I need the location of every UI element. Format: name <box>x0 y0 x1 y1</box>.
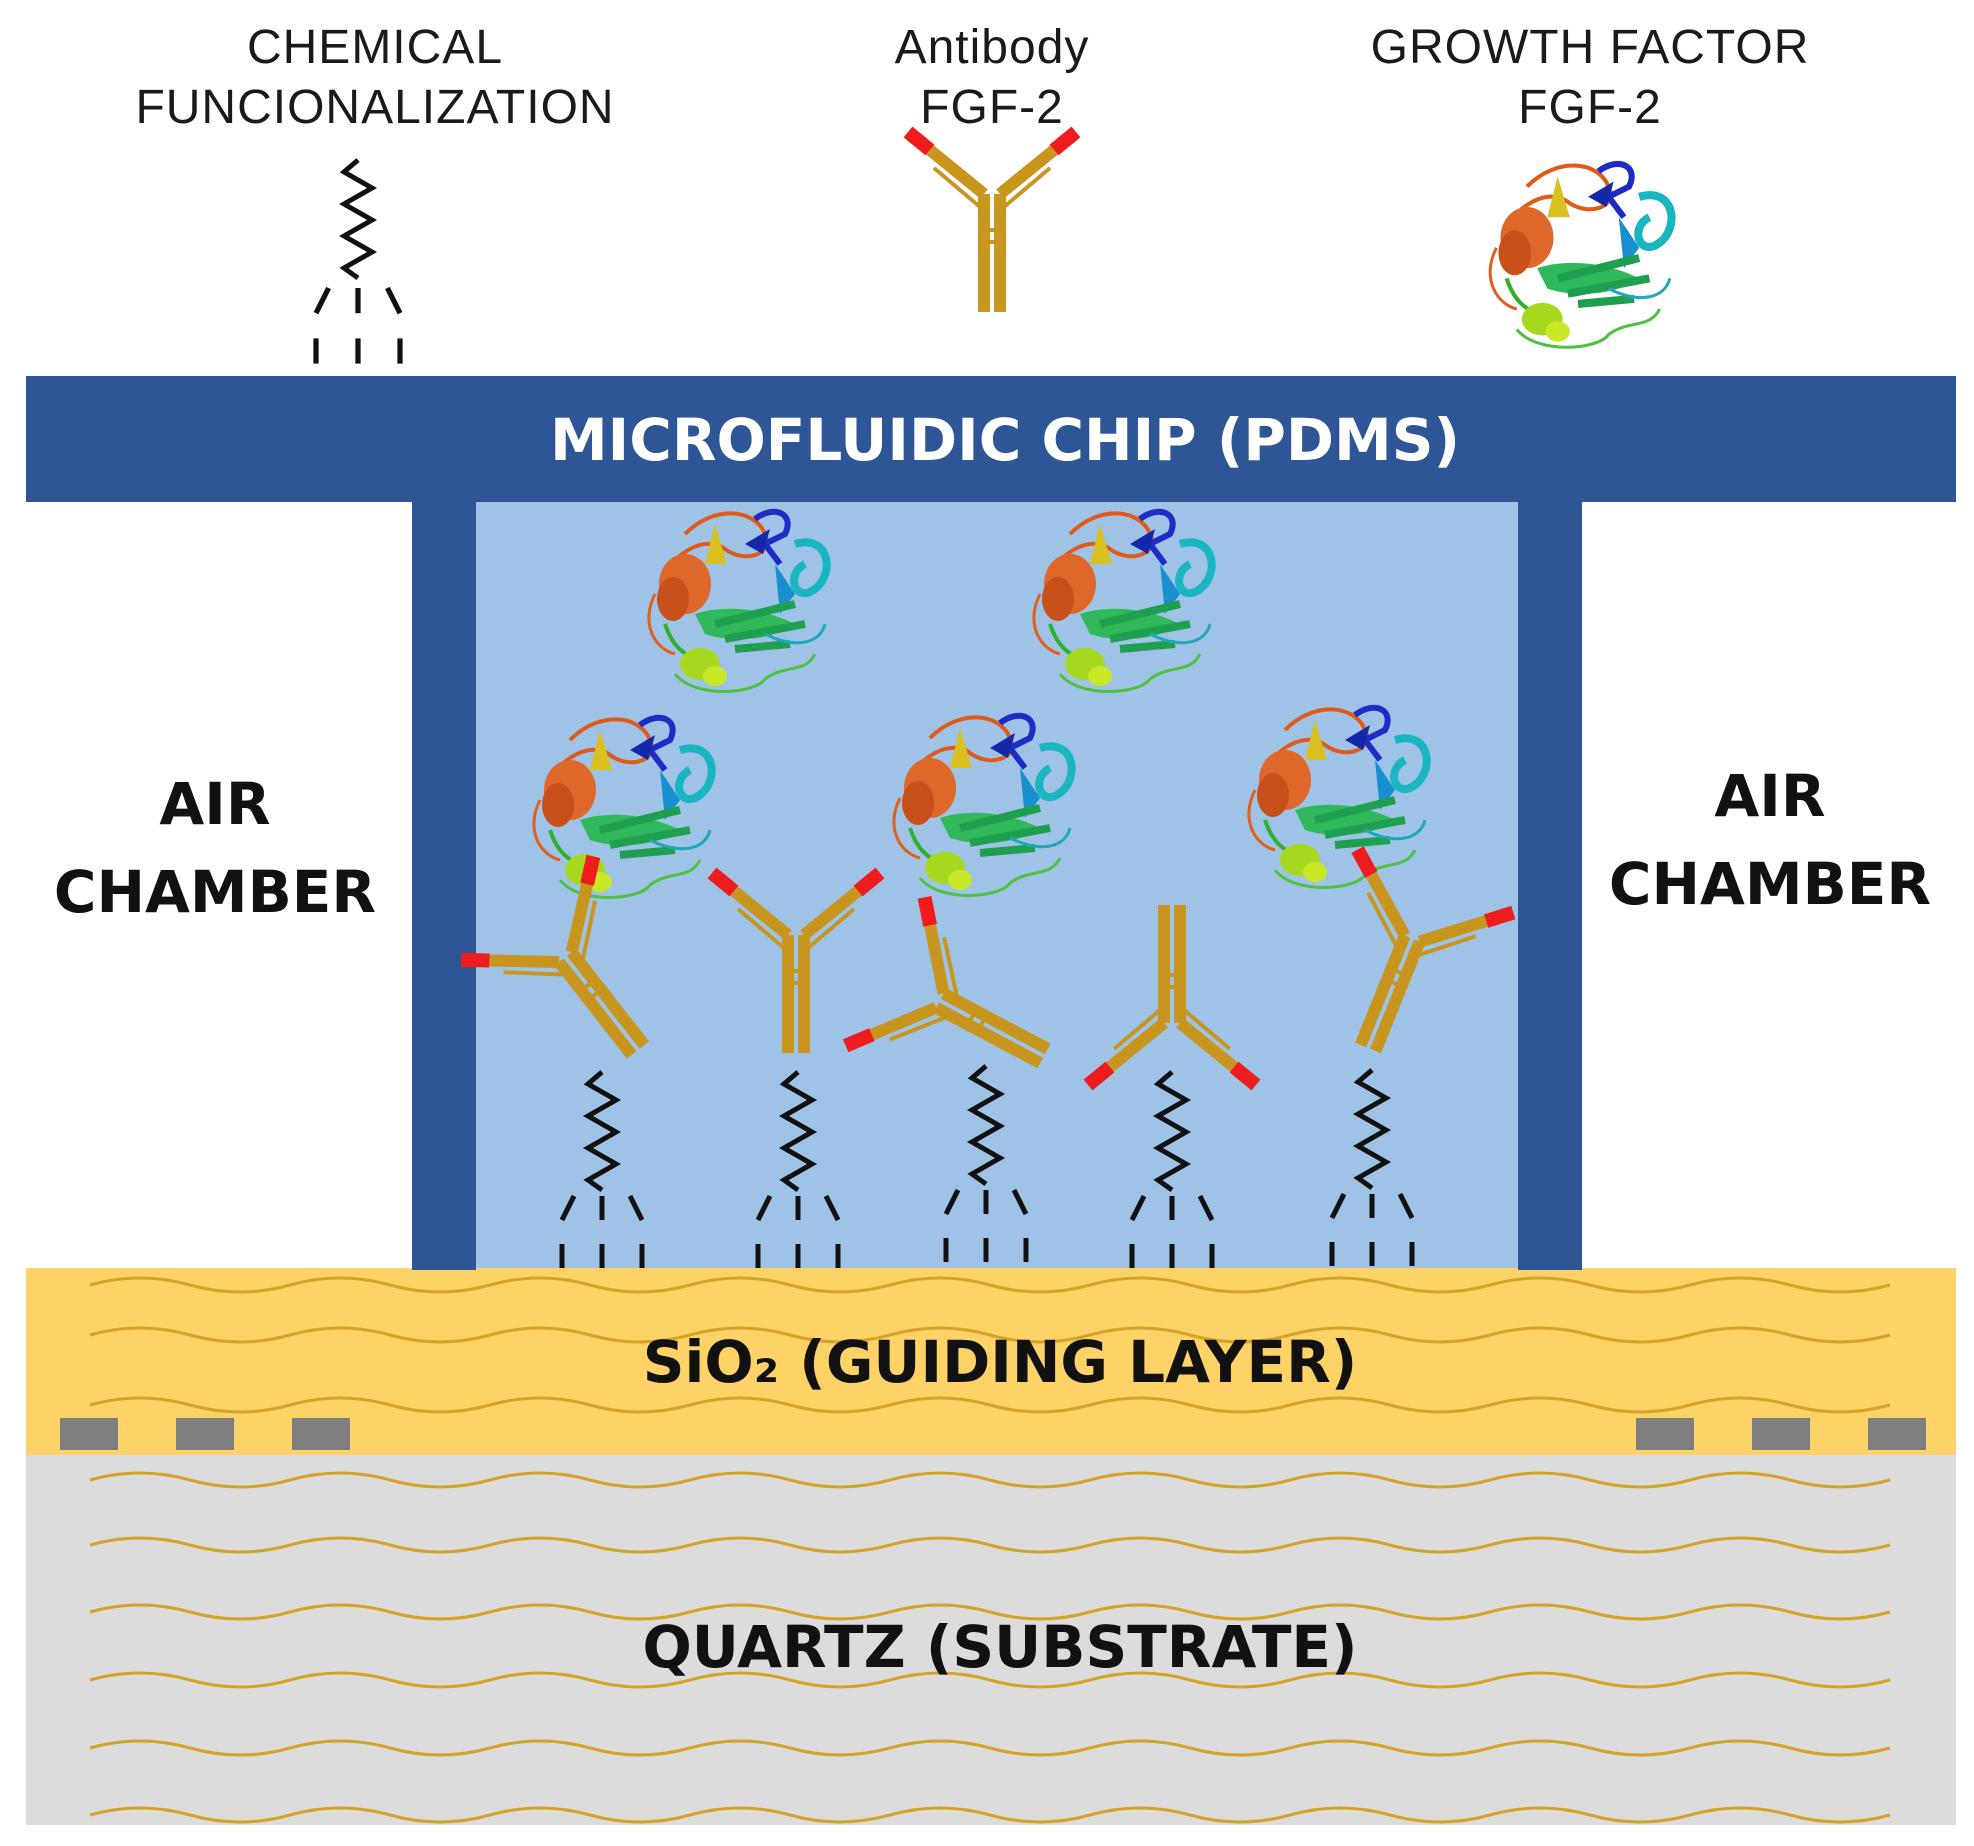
air-chamber-right-line2: CHAMBER <box>1608 850 1932 918</box>
quartz-label: QUARTZ (SUBSTRATE) <box>642 1613 1358 1681</box>
legend-antibody-label: Antibody FGF-2 <box>842 18 1142 138</box>
legend-chemical-label: CHEMICAL FUNCIONALIZATION <box>110 18 640 138</box>
chip-label: MICROFLUIDIC CHIP (PDMS) <box>549 406 1461 474</box>
air-chamber-left-label: AIR CHAMBER <box>30 760 400 936</box>
sio2-label: SiO₂ (GUIDING LAYER) <box>642 1328 1358 1396</box>
air-chamber-right-line1: AIR <box>1714 762 1826 830</box>
air-chamber-left-line2: CHAMBER <box>53 858 377 926</box>
fluid-channel <box>476 502 1518 1268</box>
electrodes <box>60 1418 1926 1450</box>
linker-icon <box>316 160 400 364</box>
acoustic-waves <box>89 1276 1891 1824</box>
legend-antibody-line1: Antibody <box>894 21 1090 74</box>
legend-chemical-line2: FUNCIONALIZATION <box>135 81 615 134</box>
protein-icon <box>1490 164 1671 347</box>
antibody-icon <box>908 132 1076 312</box>
legend-chemical-line1: CHEMICAL <box>246 21 504 74</box>
air-chamber-right-label: AIR CHAMBER <box>1590 752 1950 928</box>
legend-antibody-line2: FGF-2 <box>920 81 1064 134</box>
legend-growth-factor-label: GROWTH FACTOR FGF-2 <box>1330 18 1850 138</box>
legend-growth-factor-line1: GROWTH FACTOR <box>1370 21 1810 74</box>
legend-growth-factor-line2: FGF-2 <box>1518 81 1662 134</box>
quartz-substrate <box>26 1455 1956 1825</box>
microfluidic-chip <box>26 376 1956 1270</box>
air-chamber-left-line1: AIR <box>159 770 271 838</box>
